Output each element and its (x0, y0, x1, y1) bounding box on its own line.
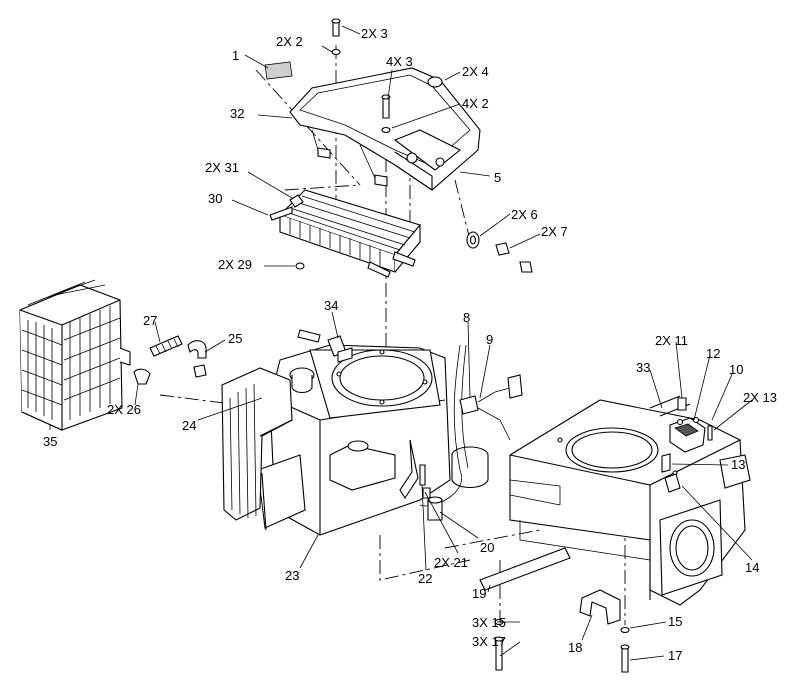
label-2x31: 2X 31 (205, 160, 239, 175)
solenoid-parts-10-12 (649, 395, 713, 493)
label-2x2: 2X 2 (276, 34, 303, 49)
label-18: 18 (568, 640, 582, 655)
label-1: 1 (232, 48, 239, 63)
label-30: 30 (208, 191, 222, 206)
frame-housing (509, 399, 751, 606)
screen-guard-part-35 (19, 279, 131, 431)
label-14: 14 (745, 560, 759, 575)
plates-18-19 (479, 547, 630, 673)
label-2x26: 2X 26 (107, 402, 141, 417)
label-4x3: 4X 3 (386, 54, 413, 69)
engine-block-part-23 (221, 344, 489, 536)
label-17: 17 (668, 648, 682, 663)
label-22: 22 (418, 571, 432, 586)
label-27: 27 (143, 313, 157, 328)
top-fasteners (331, 18, 443, 134)
label-20: 20 (480, 540, 494, 555)
label-19: 19 (472, 586, 486, 601)
callout-labels: 2X 3 2X 2 1 4X 3 2X 4 32 4X 2 2X 31 5 30… (43, 26, 777, 663)
decal-part-1 (264, 61, 293, 80)
label-2x3: 2X 3 (361, 26, 388, 41)
label-33: 33 (636, 360, 650, 375)
label-3x17: 3X 17 (472, 634, 506, 649)
label-2x29: 2X 29 (218, 257, 252, 272)
bracket-part-34 (297, 329, 353, 363)
leader-lines (49, 25, 753, 661)
label-2x7: 2X 7 (541, 224, 568, 239)
fittings-6-7 (466, 231, 533, 273)
label-2x6: 2X 6 (511, 207, 538, 222)
label-8: 8 (463, 310, 470, 325)
label-2x4: 2X 4 (462, 64, 489, 79)
elbow-fittings (133, 335, 207, 385)
label-32: 32 (230, 106, 244, 121)
label-23: 23 (285, 568, 299, 583)
label-13: 13 (731, 457, 745, 472)
label-24: 24 (182, 418, 196, 433)
label-2x21: 2X 21 (434, 555, 468, 570)
label-34: 34 (324, 298, 338, 313)
label-25: 25 (228, 331, 242, 346)
label-2x11: 2X 11 (655, 333, 688, 348)
oil-cooler-part-30 (269, 189, 421, 278)
label-35: 35 (43, 434, 57, 449)
label-2x13: 2X 13 (743, 390, 777, 405)
label-4x2: 4X 2 (462, 96, 489, 111)
label-10: 10 (729, 362, 743, 377)
label-15: 15 (668, 614, 682, 629)
label-12: 12 (706, 346, 720, 361)
label-5: 5 (494, 170, 501, 185)
label-3x15: 3X 15 (472, 615, 506, 630)
label-9: 9 (486, 332, 493, 347)
